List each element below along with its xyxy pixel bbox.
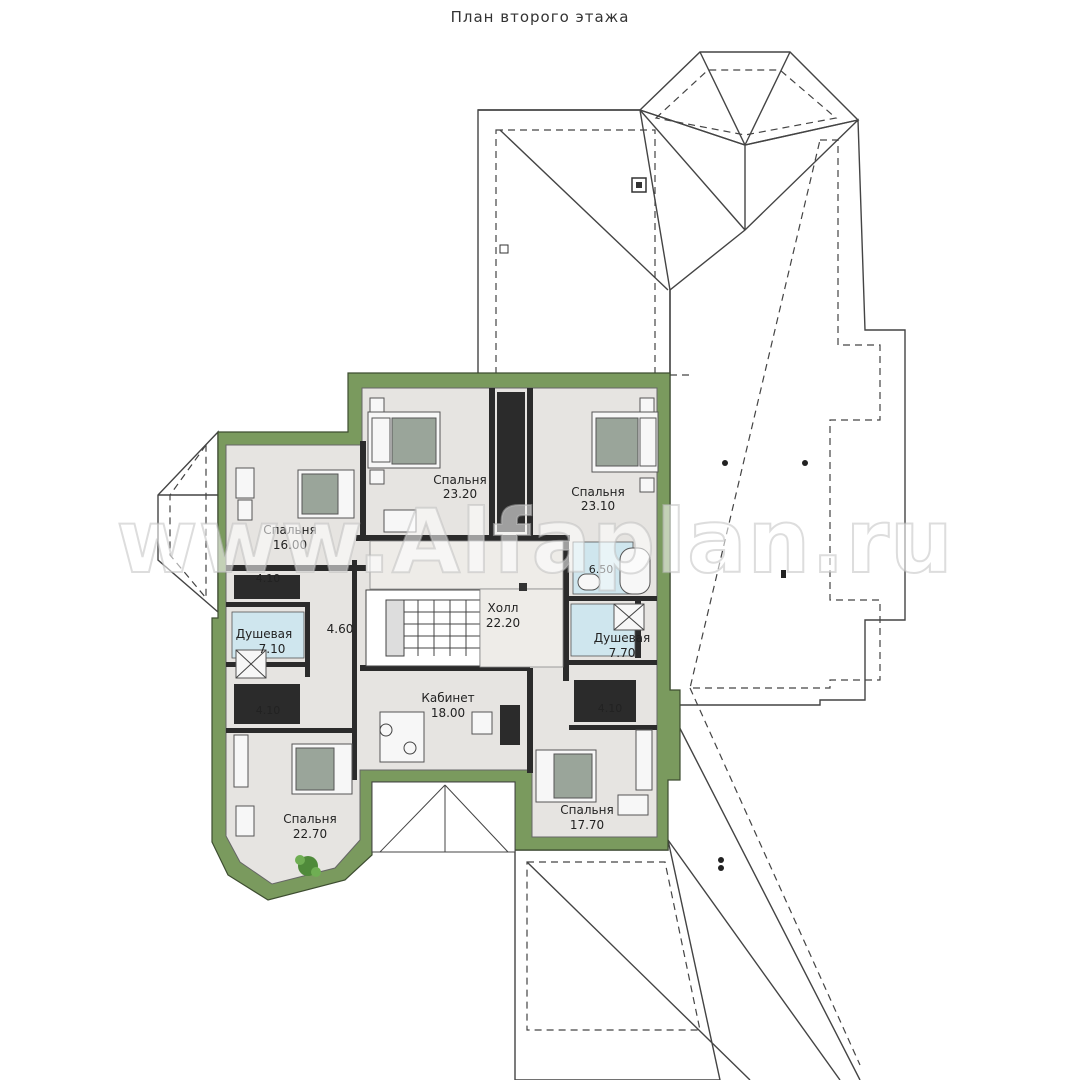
entry-porch <box>371 781 516 853</box>
bed-top-right <box>591 397 659 493</box>
watermark: www.Alfaplan.ru <box>116 490 953 593</box>
roof-outline-turret <box>638 51 860 231</box>
label-bedroom-left-small: Спальня <box>263 523 316 537</box>
area-shower-left: 7.10 <box>259 642 286 656</box>
label-study: Кабинет <box>421 691 474 705</box>
area-closet-right: 4.10 <box>598 702 623 715</box>
roof-outline-left-wing <box>477 109 671 376</box>
label-bedroom-bottom-left: Спальня <box>283 812 336 826</box>
plan-title: План второго этажа <box>450 8 630 26</box>
staircase <box>365 589 481 667</box>
bed-bottom-left <box>233 734 353 877</box>
label-shower-left: Душевая <box>236 627 292 641</box>
area-bedroom-bottom-left: 22.70 <box>293 827 327 841</box>
area-corridor: 4.60 <box>327 622 354 636</box>
closets <box>234 575 636 724</box>
bed-bottom-right <box>535 729 653 816</box>
label-bedroom-top-left: Спальня <box>433 473 486 487</box>
label-shower-right: Душевая <box>594 631 650 645</box>
area-study: 18.00 <box>431 706 465 720</box>
area-closet-left-top: 4.10 <box>256 572 281 585</box>
area-bedroom-top-right: 23.10 <box>581 499 615 513</box>
hall-floor-tiles <box>369 540 564 668</box>
bed-small-left <box>235 467 355 521</box>
study-furniture <box>379 705 520 763</box>
plant-icon <box>295 855 321 877</box>
area-hall: 22.20 <box>486 616 520 630</box>
area-bedroom-bottom-right: 17.70 <box>570 818 604 832</box>
area-bedroom-left-small: 16.00 <box>273 538 307 552</box>
bed-top-left <box>367 392 525 533</box>
area-closet-left-bottom: 4.10 <box>256 704 281 717</box>
shower-right <box>570 603 645 657</box>
label-bedroom-top-right: Спальня <box>571 485 624 499</box>
label-hall: Холл <box>488 601 519 615</box>
roof-outline-bottom <box>514 687 861 1080</box>
area-shower-right: 7.70 <box>609 646 636 660</box>
bathroom-top-right <box>572 541 651 595</box>
roof-outline-right-wing <box>669 118 906 706</box>
label-bedroom-bottom-right: Спальня <box>560 803 613 817</box>
area-bath-right-small: 6.50 <box>589 563 614 576</box>
shower-left <box>231 611 305 679</box>
area-bedroom-top-left: 23.20 <box>443 487 477 501</box>
